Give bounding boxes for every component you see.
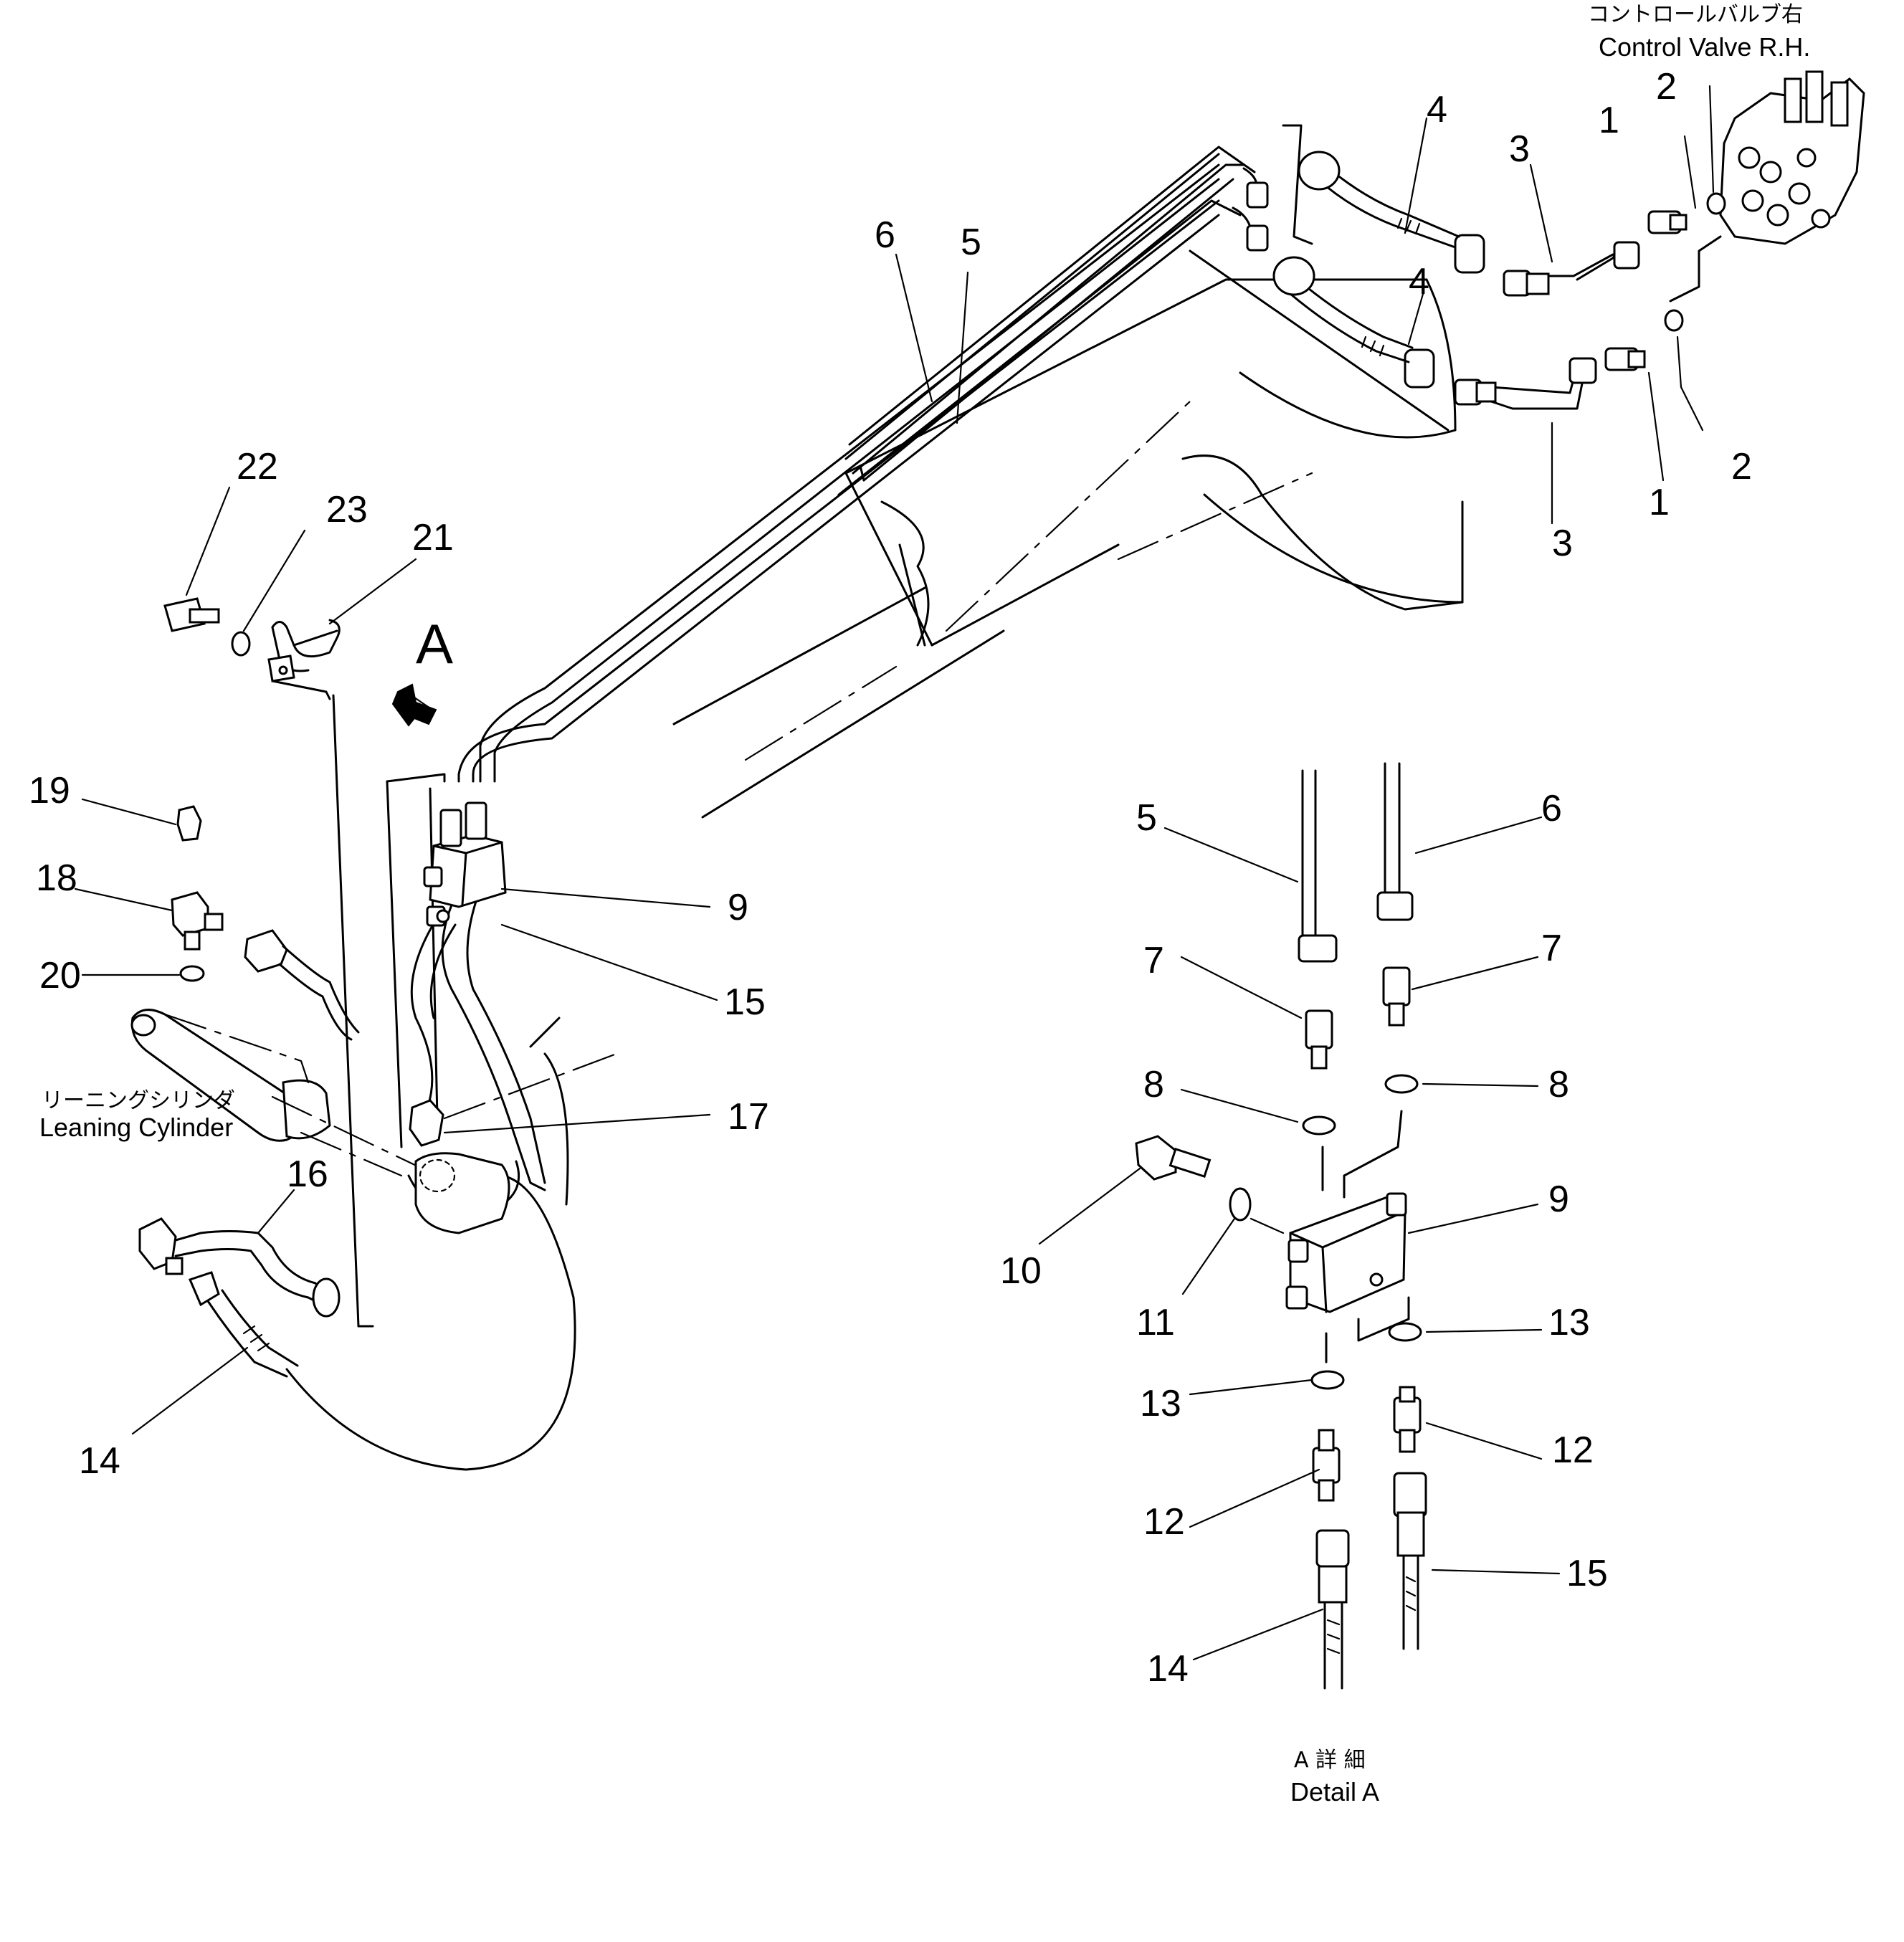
control-valve-label: Control Valve R.H. (1599, 32, 1810, 62)
detail-callout-7: 7 (1143, 940, 1164, 981)
callout-14: 14 (79, 1440, 120, 1482)
callout-20: 20 (39, 955, 81, 996)
callout-5: 5 (961, 222, 981, 263)
callout-16: 16 (287, 1153, 328, 1195)
frame-plate (386, 773, 618, 1220)
detail-callout-12: 12 (1552, 1429, 1594, 1471)
detail-callout-9: 9 (1548, 1179, 1569, 1220)
callout-15: 15 (724, 981, 766, 1023)
hose-14-loop (285, 1174, 576, 1471)
callout-3: 3 (1552, 523, 1573, 564)
clamp-group (163, 597, 341, 700)
upper-fittings (1246, 124, 1726, 410)
callout-4: 4 (1409, 261, 1429, 303)
callout-9: 9 (728, 887, 748, 928)
caption-texts: コントロールバルブ右 Control Valve R.H. リーニングシリンダ … (39, 2, 1810, 1807)
hose-16-group (138, 1217, 341, 1378)
machine-frame (672, 249, 1464, 819)
leaning-cylinder-label-jp: リーニングシリンダ (42, 1088, 235, 1113)
callout-17: 17 (728, 1096, 769, 1138)
detail-a-drawing (1135, 762, 1427, 1690)
pipe-run-5-6 (457, 163, 1258, 783)
detail-callout-15: 15 (1566, 1553, 1608, 1594)
callout-1: 1 (1599, 100, 1619, 141)
detail-callout-12: 12 (1143, 1501, 1185, 1543)
leaning-cylinder-label: Leaning Cylinder (39, 1113, 233, 1142)
view-arrow-a (391, 683, 437, 727)
detail-callout-13: 13 (1548, 1302, 1590, 1343)
block-9-main (409, 801, 507, 1147)
control-valve (1669, 70, 1865, 303)
detail-callout-10: 10 (1000, 1250, 1042, 1292)
detail-a-label: Detail A (1290, 1777, 1379, 1807)
callout-1: 1 (1649, 482, 1670, 523)
callout-6: 6 (875, 214, 895, 256)
view-marker-a: A (416, 612, 453, 675)
leader-lines (74, 85, 1715, 1661)
callout-21: 21 (412, 517, 454, 558)
detail-callout-5: 5 (1136, 797, 1157, 839)
detail-callout-6: 6 (1541, 788, 1562, 829)
callout-4: 4 (1427, 89, 1447, 130)
callout-2: 2 (1656, 66, 1677, 108)
leaning-cylinder (130, 1009, 510, 1234)
callout-22: 22 (237, 446, 278, 487)
detail-a-label-jp: A 詳 細 (1294, 1748, 1366, 1773)
tube-rails (837, 146, 1256, 496)
frame-line-left (332, 694, 374, 1328)
detail-callout-14: 14 (1147, 1648, 1189, 1690)
detail-callout-13: 13 (1140, 1383, 1181, 1424)
elbow-group (171, 805, 360, 1041)
hose-15-run (410, 887, 546, 1191)
callout-numbers: 1 1 2 2 3 3 4 4 5 6 9 14 15 16 17 18 19 … (29, 66, 1752, 1690)
callout-23: 23 (326, 489, 368, 530)
callout-2: 2 (1731, 446, 1752, 487)
callout-18: 18 (36, 857, 77, 899)
detail-callout-8: 8 (1143, 1064, 1164, 1105)
detail-callout-11: 11 (1136, 1302, 1175, 1343)
callout-3: 3 (1509, 128, 1530, 170)
control-valve-label-jp: コントロールバルブ右 (1588, 2, 1803, 27)
detail-callout-7: 7 (1541, 928, 1562, 969)
callout-19: 19 (29, 770, 70, 811)
detail-callout-8: 8 (1548, 1064, 1569, 1105)
